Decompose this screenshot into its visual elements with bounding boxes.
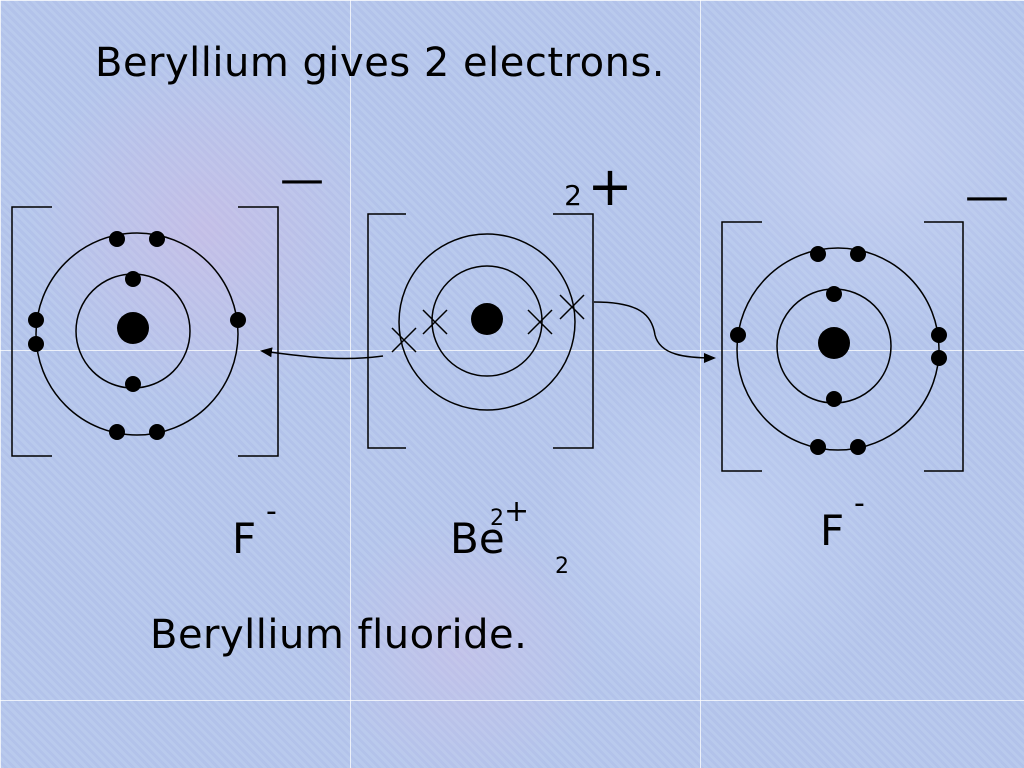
transfer-arrow-right — [593, 301, 716, 363]
ion-charge-sign-center: + — [587, 155, 632, 218]
electron — [810, 439, 826, 455]
formula-beryllium-charge-sign: + — [504, 494, 530, 529]
ion-charge-right: — — [965, 171, 1009, 222]
formula-subscript: 2 — [555, 554, 569, 579]
electron — [826, 391, 842, 407]
electron — [850, 439, 866, 455]
electron — [826, 286, 842, 302]
electron — [850, 246, 866, 262]
outer-shell — [35, 232, 239, 436]
electron — [931, 350, 947, 366]
transfer-arrow-left — [260, 347, 384, 360]
electron-cross-given — [391, 327, 417, 353]
ion-charge-left: — — [280, 154, 324, 205]
electron-cross-given — [559, 294, 585, 320]
bracket-right-open — [721, 221, 762, 472]
fluoride-ion-right: — — [721, 171, 1009, 472]
formula-fluoride-left-charge: - — [266, 494, 277, 529]
electron-cross — [527, 309, 553, 335]
bracket-center-close — [553, 213, 594, 449]
bracket-left-open — [11, 206, 52, 457]
electron — [730, 327, 746, 343]
formula-fluoride-right-symbol: F — [820, 506, 845, 555]
electron — [125, 271, 141, 287]
electron — [109, 424, 125, 440]
formula-fluoride-right-charge: - — [854, 486, 865, 521]
beryllium-ion: 2 + — [367, 155, 633, 449]
ion-charge-number-center: 2 — [564, 179, 582, 212]
bracket-right-close — [924, 221, 964, 472]
bracket-center-open — [367, 213, 406, 449]
electron — [810, 246, 826, 262]
electron — [125, 376, 141, 392]
formula-beryllium-charge-number: 2 — [490, 506, 504, 531]
fluoride-ion-left: — — [11, 154, 324, 457]
electron-cross — [422, 309, 448, 335]
electron-transferred — [230, 312, 246, 328]
electron — [28, 312, 44, 328]
slide-title: Beryllium gives 2 electrons. — [95, 40, 665, 86]
formula-fluoride-left-symbol: F — [232, 514, 257, 563]
outer-shell — [398, 233, 576, 411]
electron — [149, 424, 165, 440]
electron — [109, 231, 125, 247]
bracket-left-close — [238, 206, 279, 457]
formula-beryllium-symbol: Be — [450, 514, 505, 563]
slide-caption: Beryllium fluoride. — [150, 612, 528, 658]
electron — [149, 231, 165, 247]
electron-transferred — [931, 327, 947, 343]
nucleus — [117, 312, 149, 344]
electron — [28, 336, 44, 352]
outer-shell — [736, 247, 940, 451]
nucleus — [818, 327, 850, 359]
nucleus — [471, 303, 503, 335]
